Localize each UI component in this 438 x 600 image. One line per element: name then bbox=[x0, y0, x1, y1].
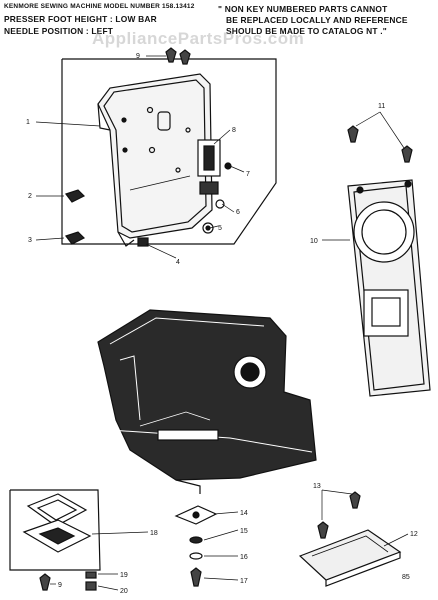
bobbin-plate-part bbox=[22, 493, 92, 553]
note-line-1: " NON KEY NUMBERED PARTS CANNOT bbox=[218, 4, 388, 14]
faceplate-group-frame bbox=[61, 58, 277, 245]
model-number-line: KENMORE SEWING MACHINE MODEL NUMBER 158.… bbox=[4, 3, 195, 10]
needle-position-line: NEEDLE POSITION : LEFT bbox=[4, 26, 114, 36]
leader-lines bbox=[35, 55, 409, 591]
callout-5: 5 bbox=[218, 225, 222, 232]
callout-17: 17 bbox=[240, 578, 248, 585]
base-plate-part bbox=[298, 529, 402, 587]
bobbin-group-frame bbox=[9, 489, 101, 571]
callout-10: 10 bbox=[310, 238, 318, 245]
callout-4: 4 bbox=[176, 259, 180, 266]
side-cover-part bbox=[347, 179, 431, 397]
callout-2: 2 bbox=[28, 193, 32, 200]
callout-6: 6 bbox=[236, 209, 240, 216]
screw-part-4 bbox=[137, 237, 149, 247]
callout-18: 18 bbox=[150, 530, 158, 537]
callout-15: 15 bbox=[240, 528, 248, 535]
callout-16: 16 bbox=[240, 554, 248, 561]
callout-9-bottom: 9 bbox=[58, 582, 62, 589]
callout-20: 20 bbox=[120, 588, 128, 595]
screws-part-13 bbox=[317, 491, 361, 539]
screw-part-9-bottom bbox=[39, 573, 51, 591]
callout-13: 13 bbox=[313, 483, 321, 490]
callout-19: 19 bbox=[120, 572, 128, 579]
callout-7: 7 bbox=[246, 171, 250, 178]
callout-14: 14 bbox=[240, 510, 248, 517]
callout-labels: 1 2 3 4 5 6 7 8 9 10 11 12 13 14 15 16 1… bbox=[26, 53, 418, 595]
note-line-3: SHOULD BE MADE TO CATALOG NT ." bbox=[226, 26, 387, 36]
latch-part bbox=[65, 189, 86, 203]
callout-8: 8 bbox=[232, 127, 236, 134]
note-line-2: BE REPLACED LOCALLY AND REFERENCE bbox=[226, 15, 408, 25]
page-reference: 85 bbox=[402, 574, 410, 581]
face-plate-part bbox=[97, 73, 213, 247]
nut-parts-19-20 bbox=[85, 571, 97, 591]
bracket-part-8 bbox=[197, 139, 221, 177]
machine-head bbox=[97, 309, 317, 494]
washer-part-16 bbox=[189, 552, 203, 560]
tension-parts-6-7 bbox=[199, 162, 232, 209]
callout-11: 11 bbox=[378, 103, 385, 110]
callout-12: 12 bbox=[410, 531, 418, 538]
callout-3: 3 bbox=[28, 237, 32, 244]
watermark: AppliancePartsPros.com bbox=[92, 29, 305, 48]
callout-1: 1 bbox=[26, 119, 30, 126]
screw-part-5 bbox=[202, 222, 214, 234]
screws-part-11 bbox=[347, 125, 413, 163]
callout-9-top: 9 bbox=[136, 53, 140, 60]
washer-part-15 bbox=[189, 536, 203, 544]
thread-guide-part bbox=[65, 231, 86, 245]
screws-part-9-top bbox=[165, 47, 191, 65]
presser-foot-height-line: PRESSER FOOT HEIGHT : LOW BAR bbox=[4, 14, 157, 24]
screw-part-17 bbox=[190, 567, 202, 587]
bracket-part-14 bbox=[174, 505, 218, 525]
